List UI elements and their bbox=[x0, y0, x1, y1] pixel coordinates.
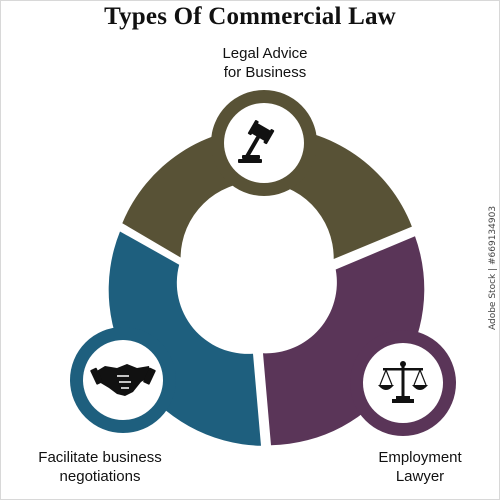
label-line: Employment bbox=[378, 449, 462, 466]
diagram-title: Types Of Commercial Law bbox=[104, 3, 396, 30]
label-employment-lawyer: Employment Lawyer bbox=[345, 448, 495, 486]
handshake-icon bbox=[90, 364, 156, 396]
label-line: for Business bbox=[223, 64, 307, 81]
scales-of-justice-icon bbox=[378, 361, 428, 403]
label-line: negotiations bbox=[59, 468, 141, 485]
label-facilitate-negotiations: Facilitate business negotiations bbox=[10, 448, 190, 486]
label-line: Facilitate business bbox=[38, 449, 162, 466]
label-line: Legal Advice bbox=[222, 45, 308, 62]
gavel-icon bbox=[238, 120, 275, 163]
segment-facilitate-negotiations bbox=[108, 231, 261, 446]
label-legal-advice: Legal Advice for Business bbox=[165, 44, 365, 82]
stock-watermark: Adobe Stock | #669134903 bbox=[488, 205, 498, 330]
segment-legal-advice bbox=[122, 126, 412, 259]
label-line: Lawyer bbox=[395, 468, 445, 485]
